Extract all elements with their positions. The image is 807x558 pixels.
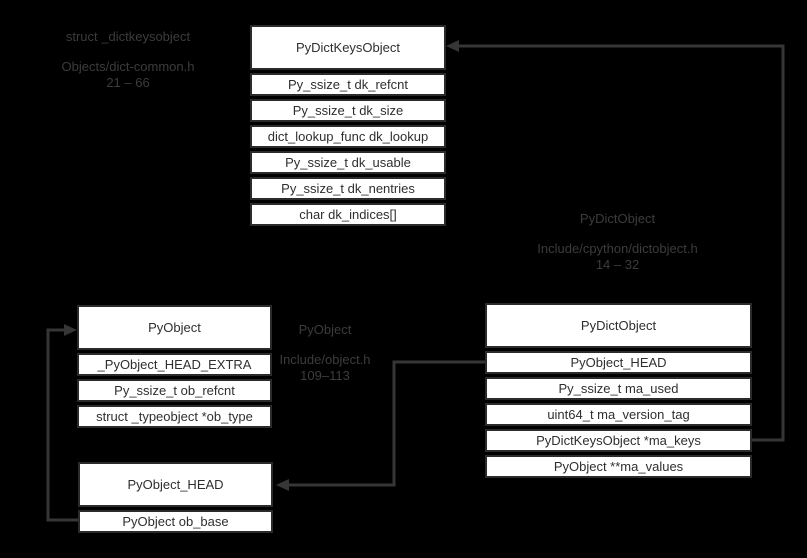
field-dk-refcnt: Py_ssize_t dk_refcnt	[250, 73, 446, 96]
label-pyobject-source: PyObject Include/object.h 109–113	[266, 322, 384, 384]
struct-title-pyobject-head: PyObject_HEAD	[78, 462, 273, 507]
label-file-path: Include/object.h	[279, 352, 371, 367]
field-dk-size: Py_ssize_t dk_size	[250, 99, 446, 122]
field-dk-nentries: Py_ssize_t dk_nentries	[250, 177, 446, 200]
struct-box-pyobject-head: PyObject_HEAD PyObject ob_base	[78, 462, 273, 533]
struct-title-pydictobject: PyDictObject	[485, 303, 752, 348]
label-line-range: 109–113	[300, 368, 350, 383]
label-line-range: 21 – 66	[106, 75, 150, 90]
label-struct-name: PyObject	[298, 322, 352, 337]
label-struct-name: struct _dictkeysobject	[65, 29, 191, 44]
field-dk-usable: Py_ssize_t dk_usable	[250, 151, 446, 174]
field-pyobject-head-extra: _PyObject_HEAD_EXTRA	[77, 353, 272, 376]
field-ma-used: Py_ssize_t ma_used	[485, 377, 752, 400]
struct-title-pydictkeysobject: PyDictKeysObject	[250, 25, 446, 70]
struct-box-pyobject: PyObject _PyObject_HEAD_EXTRA Py_ssize_t…	[77, 305, 272, 428]
label-file-path: Include/cpython/dictobject.h	[537, 241, 698, 256]
field-ma-values: PyObject **ma_values	[485, 455, 752, 478]
label-dictkeysobject-source: struct _dictkeysobject Objects/dict-comm…	[28, 29, 228, 91]
field-ob-refcnt: Py_ssize_t ob_refcnt	[77, 379, 272, 402]
field-dk-lookup: dict_lookup_func dk_lookup	[250, 125, 446, 148]
struct-title-pyobject: PyObject	[77, 305, 272, 350]
arrowhead-left-icon	[446, 40, 459, 52]
arrow-ob-base-to-pyobject-box	[46, 324, 79, 522]
label-file-path: Objects/dict-common.h	[61, 59, 195, 74]
arrowhead-left-icon	[276, 479, 289, 491]
field-ob-type: struct _typeobject *ob_type	[77, 405, 272, 428]
struct-box-pydictkeysobject: PyDictKeysObject Py_ssize_t dk_refcnt Py…	[250, 25, 446, 226]
struct-box-pydictobject: PyDictObject PyObject_HEAD Py_ssize_t ma…	[485, 303, 752, 478]
label-struct-name: PyDictObject	[579, 211, 656, 226]
field-dk-indices: char dk_indices[]	[250, 203, 446, 226]
label-pydictobject-source: PyDictObject Include/cpython/dictobject.…	[500, 211, 735, 273]
field-pyobject-head: PyObject_HEAD	[485, 351, 752, 374]
field-ma-keys: PyDictKeysObject *ma_keys	[485, 429, 752, 452]
field-ob-base: PyObject ob_base	[78, 510, 273, 533]
field-ma-version-tag: uint64_t ma_version_tag	[485, 403, 752, 426]
label-line-range: 14 – 32	[595, 257, 640, 272]
arrowhead-right-icon	[64, 324, 77, 336]
